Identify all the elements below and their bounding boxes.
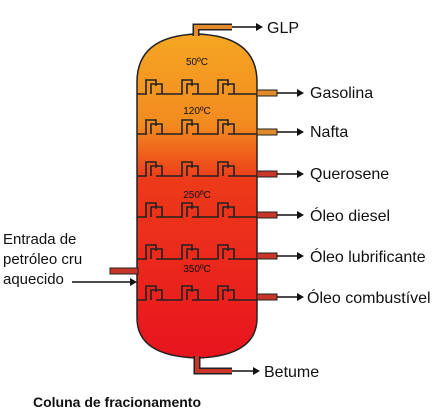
- outlet-arrowhead-3: [297, 170, 304, 178]
- inlet-label-line1: Entrada de: [3, 231, 76, 248]
- tray-1: [137, 79, 257, 95]
- product-label-glp: GLP: [267, 20, 299, 37]
- outlet-pipe-4: [256, 211, 278, 219]
- inlet-pipe: [109, 267, 139, 275]
- product-label-gasolina: Gasolina: [310, 85, 373, 102]
- tray-5: [137, 244, 257, 260]
- product-label-oleo-diesel: Óleo diesel: [310, 206, 390, 225]
- product-label-oleo-lubrificante: Óleo lubrificante: [310, 247, 426, 266]
- inlet-label-line2: petróleo cru: [3, 251, 82, 268]
- tray-2: [137, 119, 257, 135]
- outlet-arrowhead-4: [297, 211, 304, 219]
- outlet-pipe-1: [256, 89, 278, 97]
- column-body: [136, 33, 258, 359]
- product-label-oleo-combustivel: Óleo combustível: [307, 288, 431, 307]
- outlet-arrowhead-1: [297, 89, 304, 97]
- outlet-arrowhead-5: [297, 252, 304, 260]
- product-label-betume: Betume: [264, 364, 319, 381]
- product-label-nafta: Nafta: [310, 124, 348, 141]
- tray-3: [137, 161, 257, 177]
- side-outlets: [256, 89, 304, 301]
- outlet-pipe-3: [256, 170, 278, 178]
- temp-label-250: 250ºC: [183, 190, 211, 201]
- temp-label-350: 350ºC: [183, 264, 211, 275]
- temp-label-50: 50ºC: [186, 57, 208, 68]
- temp-label-120: 120ºC: [183, 106, 211, 117]
- outlet-arrowhead-6: [297, 293, 304, 301]
- outlet-arrowhead-2: [297, 128, 304, 136]
- inlet-label-line3: aquecido: [3, 271, 64, 288]
- product-label-querosene: Querosene: [310, 166, 389, 183]
- tray-6: [137, 285, 257, 301]
- outlet-pipe-6: [256, 293, 278, 301]
- tray-4: [137, 202, 257, 218]
- trays: [137, 79, 257, 301]
- outlet-pipe-5: [256, 252, 278, 260]
- outlet-pipe-2: [256, 128, 278, 136]
- diagram-caption: Coluna de fracionamento: [33, 394, 201, 410]
